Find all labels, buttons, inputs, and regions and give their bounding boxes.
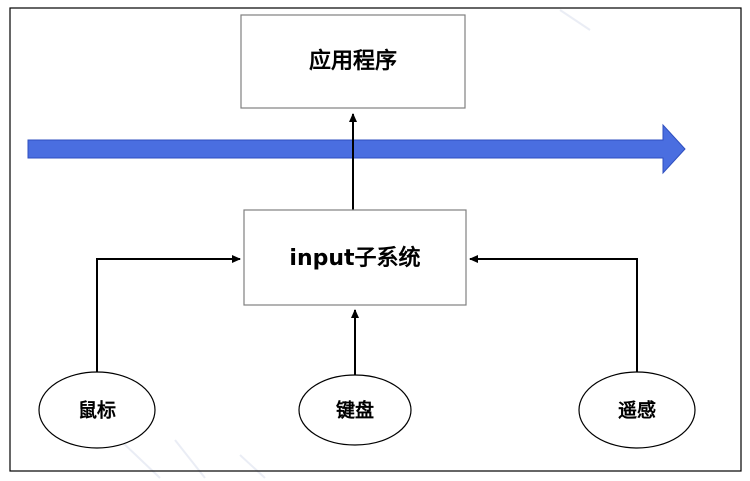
app-label: 应用程序 <box>309 48 397 74</box>
remote-node: 遥感 <box>578 371 696 449</box>
keyboard-node: 键盘 <box>298 374 412 446</box>
flow-arrow <box>27 123 686 175</box>
input-subsystem-label: input子系统 <box>289 245 420 271</box>
remote-to-input-arrow <box>469 255 638 372</box>
input-subsystem-box <box>243 209 467 306</box>
watermark <box>119 9 591 479</box>
keyboard-label: 键盘 <box>335 399 374 422</box>
mouse-node: 鼠标 <box>38 371 156 449</box>
input-subsystem-node: input子系统 <box>243 209 467 306</box>
remote-ellipse <box>578 371 696 449</box>
mouse-to-input-arrow <box>96 255 241 372</box>
diagram-frame <box>9 7 742 472</box>
app-box <box>240 14 466 109</box>
keyboard-ellipse <box>298 374 412 446</box>
mouse-label: 鼠标 <box>78 399 116 422</box>
mouse-ellipse <box>38 371 156 449</box>
app-node: 应用程序 <box>240 14 466 109</box>
remote-label: 遥感 <box>618 399 656 422</box>
